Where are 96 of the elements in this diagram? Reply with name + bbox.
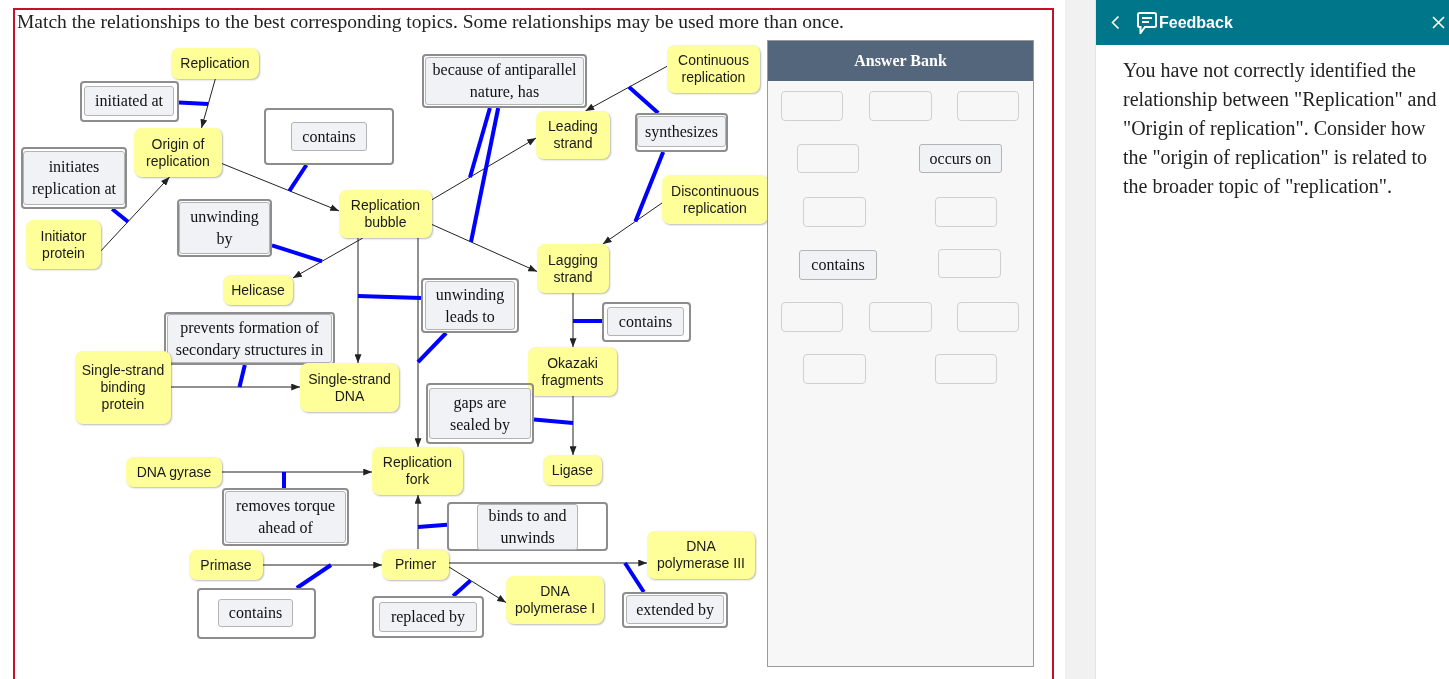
empty-slot: [935, 354, 997, 384]
question-text: Match the relationships to the best corresponding topics. Some relationships may be used more than once.: [17, 10, 844, 34]
concept-card: Lagging strand: [537, 244, 609, 293]
empty-slot: [935, 197, 997, 227]
answer-card: binds to and unwinds: [477, 504, 578, 550]
answer-card: contains: [607, 307, 684, 336]
answer-card: because of antiparallel nature, has: [425, 57, 584, 105]
arrow: [569, 292, 577, 348]
arrow: [221, 163, 340, 212]
arrow: [569, 395, 577, 456]
empty-slot: [803, 354, 866, 384]
arrow: [200, 78, 216, 129]
answer-card: initiates replication at: [23, 151, 125, 205]
empty-slot: [803, 197, 866, 227]
arrow: [262, 561, 383, 569]
arrow: [414, 237, 422, 448]
concept-card: Helicase: [223, 275, 293, 305]
arrow: [292, 237, 364, 279]
leader-line: [468, 107, 492, 178]
answer-card: unwinding leads to: [425, 281, 515, 330]
concept-card: Okazaki fragments: [528, 347, 617, 396]
answer-card: prevents formation of secondary structures in: [167, 314, 332, 363]
concept-card: DNA gyrase: [126, 457, 222, 487]
leader-line: [178, 100, 209, 106]
arrow: [448, 559, 648, 567]
leader-line: [357, 294, 422, 300]
empty-slot: [781, 302, 843, 332]
concept-card: Discontinuous replication: [662, 175, 768, 224]
concept-card: Replication fork: [372, 447, 463, 495]
leader-line: [623, 561, 646, 594]
concept-card: Replication: [171, 48, 259, 79]
drop-zone: [80, 81, 179, 122]
arrow: [170, 383, 301, 391]
answer-card: occurs on: [919, 144, 1002, 173]
leader-line: [110, 207, 130, 224]
concept-card: Initiator protein: [26, 220, 101, 269]
leader-line: [451, 578, 472, 598]
drop-zone: [197, 588, 316, 639]
drop-zone: [264, 108, 394, 165]
arrow: [448, 566, 507, 603]
answer-card: removes torque ahead of: [225, 491, 346, 543]
answer-card: extended by: [626, 595, 724, 624]
answer-card: unwinding by: [179, 202, 270, 254]
answer-card: replaced by: [379, 602, 477, 632]
panel-title: Feedback: [1159, 13, 1233, 33]
panel-header: Answer Bank: [768, 41, 1033, 81]
concept-card: Ligase: [543, 455, 602, 485]
empty-slot: [938, 249, 1001, 278]
leader-line: [469, 107, 501, 243]
concept-card: Leading strand: [536, 111, 610, 159]
leader-line: [633, 151, 666, 223]
drop-zone: [447, 502, 608, 551]
concept-card: Replication bubble: [339, 190, 432, 238]
arrow: [584, 65, 668, 112]
answer-card: initiated at: [84, 86, 174, 116]
drop-zone: [602, 302, 691, 342]
answer-bank-panel: [767, 40, 1034, 667]
arrow: [602, 202, 663, 245]
leader-line: [416, 331, 448, 364]
empty-slot: [957, 91, 1019, 121]
arrow: [414, 494, 422, 550]
drop-zone: [372, 596, 484, 638]
empty-slot: [781, 91, 843, 121]
arrow: [354, 237, 362, 364]
concept-card: Origin of replication: [134, 128, 222, 177]
concept-card: Single-strand DNA: [300, 363, 399, 412]
arrow: [221, 468, 373, 476]
leader-line: [627, 85, 660, 115]
leader-line: [287, 163, 309, 192]
arrow: [431, 137, 537, 201]
concept-card: Primase: [189, 550, 263, 580]
concept-card: DNA polymerase III: [647, 531, 755, 579]
empty-slot: [957, 302, 1019, 332]
empty-slot: [797, 144, 859, 173]
leader-line: [271, 243, 323, 264]
feedback-text: You have not correctly identified the relationship between "Replication" and "Origin of replication". Consider how the "origin of replication" is related to the broader topic of "replication".: [1123, 58, 1438, 200]
answer-card: contains: [218, 599, 293, 627]
leader-line: [417, 522, 448, 529]
arrow: [100, 176, 170, 252]
concept-card: Primer: [382, 549, 449, 580]
empty-slot: [869, 91, 932, 121]
leader-line: [533, 417, 574, 425]
answer-card: contains: [799, 250, 877, 280]
arrow: [431, 224, 538, 272]
empty-slot: [869, 302, 932, 332]
answer-card: synthesizes: [637, 116, 726, 147]
concept-card: Continuous replication: [667, 45, 760, 93]
concept-card: Single-strand binding protein: [75, 351, 171, 424]
leader-line: [237, 364, 247, 388]
answer-card: contains: [291, 122, 367, 151]
leader-line: [573, 319, 602, 323]
leader-line: [295, 563, 333, 590]
leader-line: [282, 472, 286, 488]
concept-card: DNA polymerase I: [506, 576, 604, 624]
answer-card: gaps are sealed by: [429, 388, 531, 439]
feedback-panel: [1095, 0, 1449, 679]
